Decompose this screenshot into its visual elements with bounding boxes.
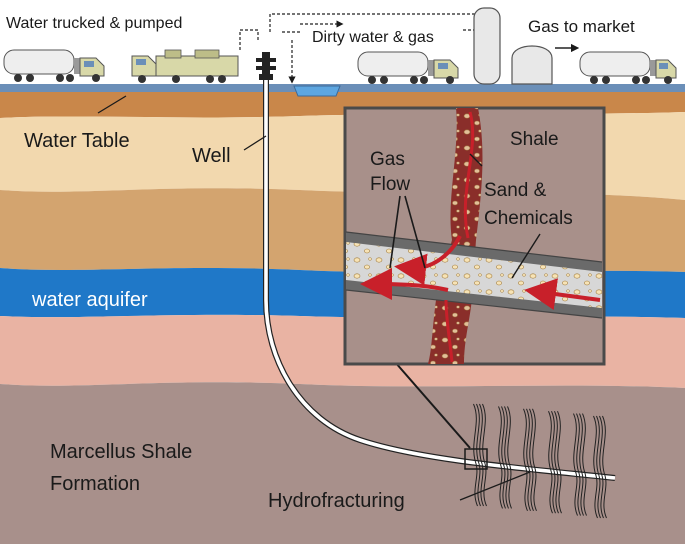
fracture-crack	[554, 410, 559, 514]
well-pointer	[243, 135, 267, 151]
gas-flow-pointer	[389, 195, 401, 269]
fractures	[473, 403, 607, 519]
fracture-crack	[498, 406, 503, 509]
fracture-crack	[602, 415, 607, 519]
fracture-crack	[501, 406, 506, 509]
tanker-truck-icon	[579, 51, 677, 84]
fracture-crack	[482, 403, 487, 507]
fracture-crack	[473, 403, 478, 507]
fracture-crack	[593, 415, 598, 519]
inset-gas-label-line1: Gas	[370, 149, 405, 170]
sand-pointer	[469, 153, 483, 167]
surface-piping	[239, 10, 580, 84]
marcellus-label-line1: Marcellus Shale	[50, 441, 192, 463]
fracture-crack	[532, 408, 537, 512]
water-trucked-label: Water trucked & pumped	[6, 15, 182, 32]
inset-shale-label: Shale	[510, 129, 559, 150]
wellhead-icon	[256, 52, 276, 80]
fracture-crack	[576, 413, 581, 516]
water-table-label: Water Table	[24, 130, 130, 152]
fracture-crack	[523, 408, 528, 512]
water-pit-icon	[293, 85, 341, 97]
red-flow-line	[444, 299, 454, 363]
red-flow-arrow	[360, 268, 449, 301]
fracture-crack	[557, 410, 562, 514]
ground-surface	[0, 84, 685, 92]
hydrofracturing-label: Hydrofracturing	[268, 490, 405, 512]
dirty-water-label: Dirty water & gas	[312, 29, 434, 46]
well-label: Well	[192, 145, 231, 167]
well-bore	[264, 62, 616, 480]
water-table-pointer	[97, 95, 127, 114]
tanker-truck-icon	[357, 51, 459, 84]
fracture-crack	[599, 415, 604, 519]
red-flow-line	[463, 111, 475, 239]
red-flow-arrow	[394, 235, 462, 286]
marcellus-shale-layer	[0, 382, 685, 544]
sand-pointer	[511, 233, 541, 279]
tanker-truck-icon	[3, 49, 105, 82]
fracture-crack	[479, 403, 484, 507]
fracture-crack	[476, 403, 481, 507]
detail-marker	[464, 448, 488, 470]
fracture-crack	[573, 413, 578, 516]
gas-flow-pointer	[404, 195, 426, 269]
fracture-crack	[551, 410, 556, 514]
inset-sand-label-line1: Sand &	[484, 180, 547, 201]
fracture-crack	[526, 408, 531, 512]
inset-connector	[394, 361, 471, 449]
gas-to-market-label: Gas to market	[528, 17, 635, 36]
fracture-crack	[579, 413, 584, 516]
inset-gas-label-line2: Flow	[370, 174, 410, 195]
red-flow-arrow	[524, 278, 601, 310]
pump-truck-icon	[131, 49, 239, 83]
fracture-crack	[548, 410, 553, 514]
fracture-crack	[504, 406, 509, 509]
water-aquifer-label: water aquifer	[31, 289, 148, 311]
fracture-crack	[582, 413, 587, 516]
inset-sand-label-line2: Chemicals	[484, 208, 573, 229]
storage-tank-icon	[511, 45, 553, 85]
hydrofracturing-pointer	[459, 471, 531, 501]
fracture-crack	[529, 408, 534, 512]
gas-tower-icon	[473, 7, 501, 85]
fracture-crack	[596, 415, 601, 519]
fracture-crack	[507, 406, 512, 509]
marcellus-label-line2: Formation	[50, 473, 140, 495]
inset-detail	[343, 106, 606, 366]
